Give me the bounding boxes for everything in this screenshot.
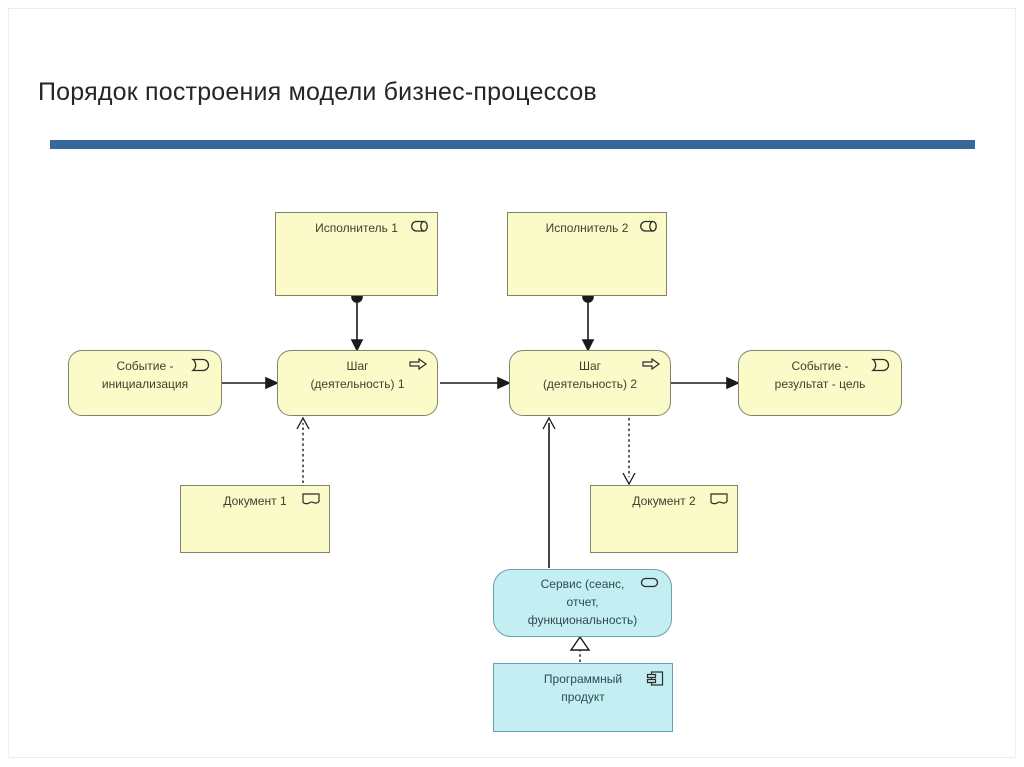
realization-connector	[569, 635, 591, 662]
service-icon	[640, 577, 659, 588]
node-performer-1: Исполнитель 1	[275, 212, 438, 296]
role-icon	[639, 220, 658, 233]
node-label: Программный продукт	[543, 672, 623, 704]
node-product: Программный продукт	[493, 663, 673, 732]
access-connector-2	[622, 418, 636, 486]
assignment-connector-1	[350, 291, 364, 352]
node-event-init: Событие - инициализация	[68, 350, 222, 416]
page-title: Порядок построения модели бизнес-процесс…	[38, 78, 597, 106]
event-icon	[190, 358, 210, 372]
node-document-2: Документ 2	[590, 485, 738, 553]
node-performer-2: Исполнитель 2	[507, 212, 667, 296]
access-connector-1	[296, 416, 310, 483]
serving-connector	[542, 416, 556, 568]
accent-bar	[50, 140, 975, 149]
node-label: Документ 1	[223, 494, 287, 508]
node-step-2: Шаг (деятельность) 2	[509, 350, 671, 416]
node-label: Документ 2	[632, 494, 696, 508]
process-icon	[409, 358, 427, 370]
process-icon	[642, 358, 660, 370]
event-icon	[870, 358, 890, 372]
node-label: Шаг (деятельность) 2	[542, 359, 638, 391]
document-icon	[301, 493, 321, 506]
node-label: Исполнитель 2	[545, 221, 629, 235]
node-document-1: Документ 1	[180, 485, 330, 553]
flow-connector-3	[671, 376, 740, 390]
node-service: Сервис (сеанс, отчет, функциональность)	[493, 569, 672, 637]
document-icon	[709, 493, 729, 506]
node-label: Сервис (сеанс, отчет, функциональность)	[527, 577, 638, 627]
node-label: Исполнитель 1	[315, 221, 398, 235]
component-icon	[646, 671, 664, 686]
node-step-1: Шаг (деятельность) 1	[277, 350, 438, 416]
node-label: Шаг (деятельность) 1	[310, 359, 405, 391]
assignment-connector-2	[581, 291, 595, 352]
role-icon	[410, 220, 429, 233]
node-label: Событие - результат - цель	[774, 359, 866, 391]
node-event-result: Событие - результат - цель	[738, 350, 902, 416]
flow-connector-2	[440, 376, 511, 390]
flow-connector-1	[222, 376, 279, 390]
node-label: Событие - инициализация	[101, 359, 189, 391]
